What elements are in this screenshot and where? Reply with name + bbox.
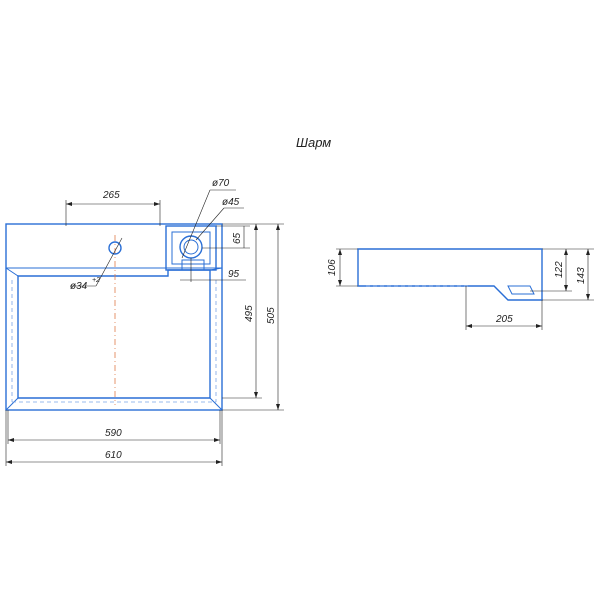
dim-205-label: 205 — [495, 314, 513, 325]
dim-610-label: 610 — [105, 450, 122, 461]
dim-d45-leader — [195, 207, 225, 241]
dim-265-arrow-right — [154, 202, 160, 206]
dim-505-arrow-top — [276, 224, 280, 230]
dim-106-arrow-top — [338, 249, 342, 255]
dim-143-arrow-bottom — [586, 294, 590, 300]
side-outline — [357, 248, 543, 301]
basin-outer-outline — [5, 223, 223, 411]
dim-143-label: 143 — [576, 267, 587, 284]
top-view: 265 ø70 ø45 65 95 ø34 +2 495 — [5, 178, 284, 466]
dim-95-label: 95 — [228, 269, 240, 280]
dim-590-arrow-left — [8, 438, 14, 442]
dim-205-arrow-right — [536, 324, 542, 328]
dim-d34-label: ø34 — [70, 281, 88, 292]
tap-outlet — [181, 259, 205, 271]
dim-122-label: 122 — [554, 261, 565, 278]
dim-65-label: 65 — [232, 232, 243, 244]
dim-d45-label: ø45 — [222, 197, 240, 208]
dim-122-arrow-bottom — [564, 285, 568, 291]
dim-505-arrow-bottom — [276, 404, 280, 410]
dim-d34-tolerance: +2 — [92, 277, 100, 284]
dim-495-label: 495 — [244, 305, 255, 322]
dim-495-arrow-bottom — [254, 392, 258, 398]
dim-610-arrow-left — [6, 460, 12, 464]
dim-265-arrow-left — [66, 202, 72, 206]
dim-590-label: 590 — [105, 428, 122, 439]
dim-610-arrow-right — [216, 460, 222, 464]
dim-265-label: 265 — [102, 190, 120, 201]
dim-122-arrow-top — [564, 249, 568, 255]
bowl-outline — [17, 269, 211, 399]
dim-590-arrow-right — [214, 438, 220, 442]
bowl-corner-lines — [5, 267, 223, 411]
drawing-title: Шарм — [296, 135, 331, 150]
dim-505-label: 505 — [266, 307, 277, 324]
drain-hole — [108, 241, 122, 255]
tap-hole-inner — [183, 239, 199, 255]
side-tap-outlet — [507, 285, 535, 295]
dim-d70-label: ø70 — [212, 178, 230, 189]
dim-d70-leader — [181, 189, 211, 259]
side-view: 106 122 143 205 — [327, 248, 594, 330]
dim-106-label: 106 — [327, 259, 338, 276]
dim-d34-leader — [95, 237, 123, 287]
dim-205-arrow-left — [466, 324, 472, 328]
dim-106-arrow-bottom — [338, 280, 342, 286]
dim-143-arrow-top — [586, 249, 590, 255]
dim-495-arrow-top — [254, 224, 258, 230]
